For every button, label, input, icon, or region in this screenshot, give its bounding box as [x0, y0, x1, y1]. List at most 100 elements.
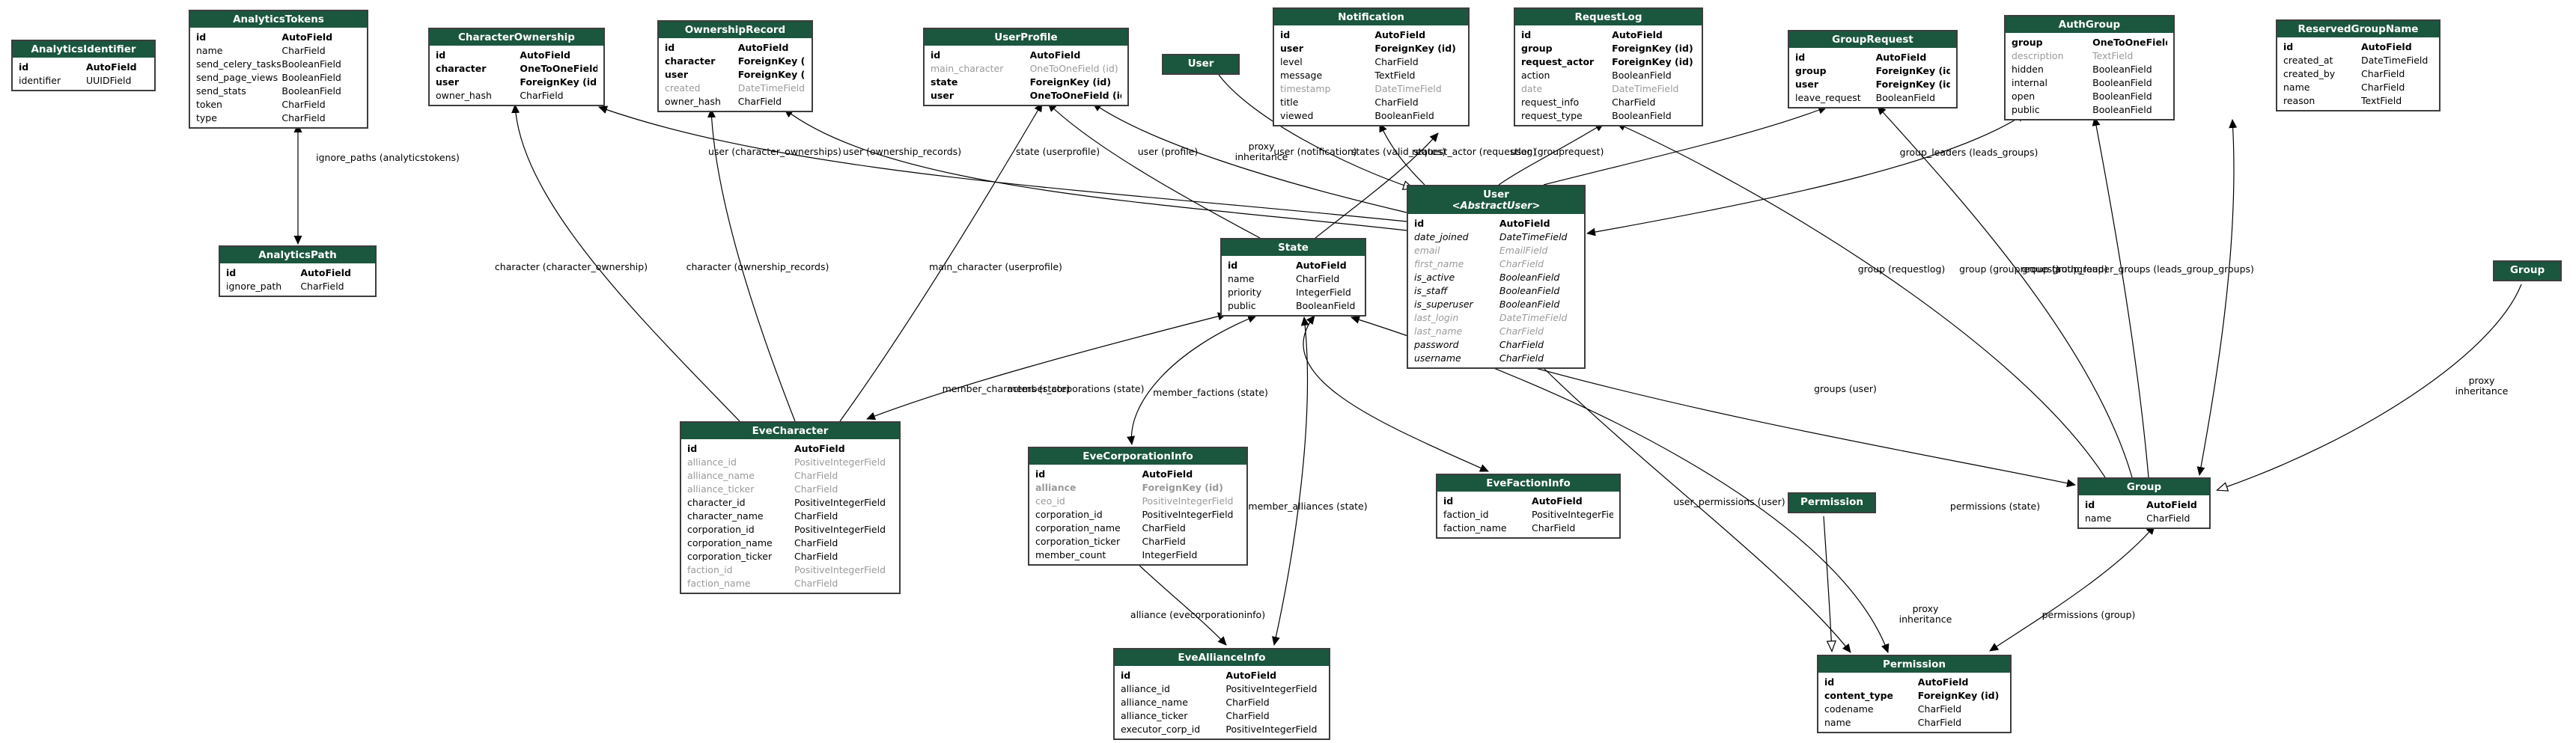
field-name: last_name [1414, 325, 1463, 337]
field-name: member_count [1035, 549, 1106, 560]
entity-title-characterownership: CharacterOwnership [430, 29, 603, 47]
field-type: BooleanField [1612, 70, 1672, 81]
field-name: is_staff [1414, 285, 1448, 296]
field-name: id [1414, 218, 1425, 229]
field-type: AutoField [737, 42, 789, 53]
field-name: id [1443, 495, 1454, 507]
field-name: alliance [1035, 482, 1077, 493]
proxy-model-user-proxy[interactable]: User [1162, 54, 1240, 75]
field-name: token [196, 99, 222, 110]
edge-label-25: permissions (state) [1949, 501, 2041, 512]
field-type: BooleanField [2092, 91, 2152, 102]
field-type: CharField [1225, 710, 1270, 721]
proxy-model-group-proxy[interactable]: Group [2493, 260, 2562, 281]
field-name: leave_request [1795, 92, 1861, 103]
field-name: title [1280, 97, 1299, 108]
field-name: ignore_path [226, 281, 282, 292]
entity-title-evecorporationinfo: EveCorporationInfo [1029, 448, 1246, 466]
field-name: alliance_ticker [687, 483, 755, 495]
edge-label-1: user (character_ownerships) [707, 146, 842, 157]
field-type: DateTimeField [1499, 312, 1568, 323]
field-type: AutoField [1532, 495, 1583, 507]
field-name: level [1280, 56, 1303, 67]
field-type: CharField [300, 281, 344, 292]
proxy-model-permission-proxy[interactable]: Permission [1788, 492, 1876, 513]
field-name: send_celery_tasks [196, 58, 281, 70]
edge-label-24: user_permissions (user) [1673, 496, 1785, 507]
edge-label-4: user (profile) [1137, 146, 1199, 157]
edge-label-17: group_leader_groups (leads_group_groups) [2052, 263, 2254, 275]
field-name: priority [1228, 287, 1262, 298]
field-type: CharField [2146, 513, 2190, 524]
edge-proxy-permission [1823, 516, 1832, 651]
field-type: PositiveIntegerField [794, 564, 886, 575]
field-name: identifier [19, 75, 61, 86]
field-name: id [1121, 670, 1131, 681]
entity-title-user-abstractuser: User<AbstractUser> [1408, 186, 1584, 215]
field-name: user [1280, 43, 1303, 54]
edge-label-15: group (grouprequest) [1959, 263, 2059, 275]
field-type: BooleanField [281, 72, 341, 83]
field-type: OneToOneField (id) [1029, 90, 1121, 101]
field-type: CharField [737, 96, 782, 107]
field-type: PositiveIntegerField [794, 456, 886, 468]
field-name: character_id [687, 497, 746, 508]
field-type: DateTimeField [737, 82, 806, 94]
field-name: id [226, 267, 237, 278]
field-type: CharField [1374, 56, 1419, 67]
field-name: password [1414, 339, 1459, 350]
field-name: id [2283, 41, 2294, 52]
field-name: alliance_name [687, 470, 755, 481]
edge-label-23: member_alliances (state) [1248, 501, 1368, 512]
field-name: character [665, 55, 716, 67]
edge-label-11: character (character_ownership) [494, 261, 648, 272]
field-name: group [1521, 43, 1553, 54]
entity-stereotype: <AbstractUser> [1452, 201, 1541, 212]
field-name: content_type [1824, 690, 1894, 701]
field-name: name [196, 45, 223, 56]
edge-label-13: main_character (userprofile) [929, 261, 1062, 272]
field-type: CharField [1142, 536, 1186, 547]
field-type: CharField [1499, 325, 1544, 337]
